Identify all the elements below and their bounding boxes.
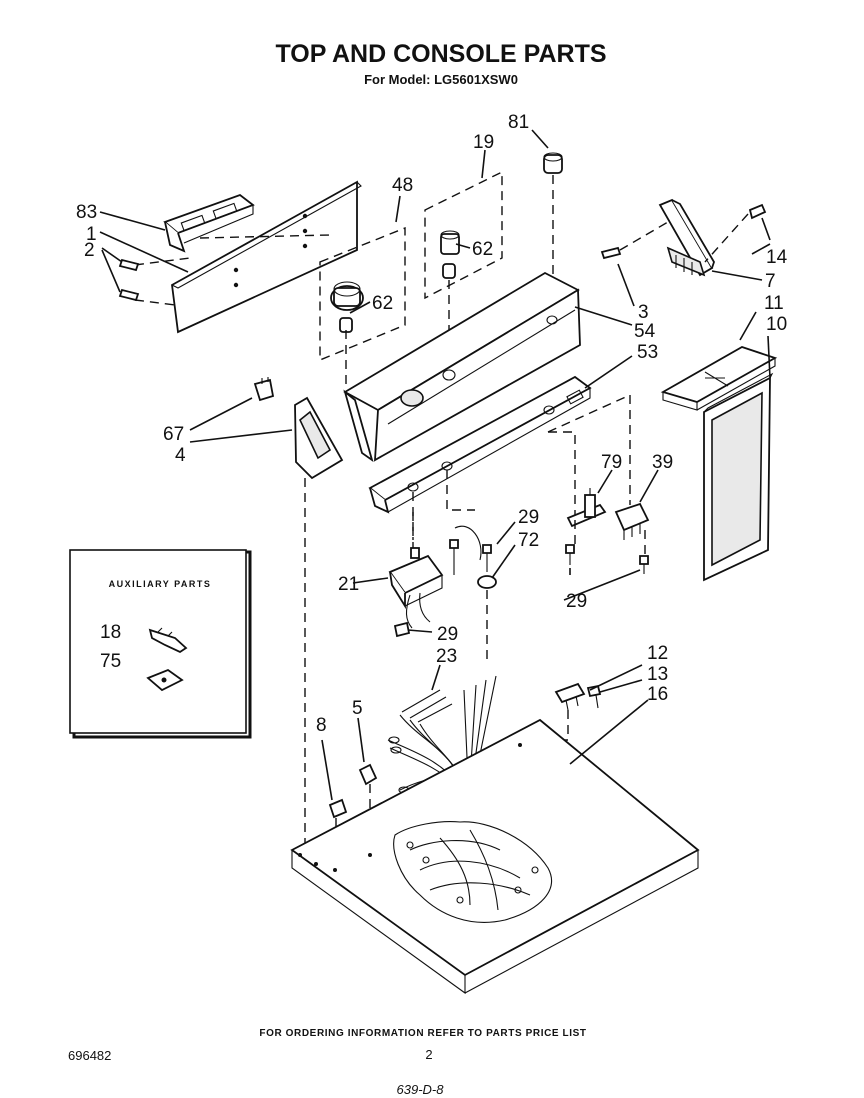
part-1-console-panel	[134, 180, 362, 334]
callout-62-upper: 62	[472, 239, 493, 260]
callout-53: 53	[637, 342, 658, 363]
auxiliary-parts-box: AUXILIARY PARTS 18 75	[69, 549, 252, 739]
callout-10: 10	[766, 314, 787, 335]
callout-79: 79	[601, 452, 622, 473]
callout-11: 11	[764, 293, 784, 314]
callout-12: 12	[647, 643, 668, 664]
leader-lines	[99, 129, 771, 801]
part-2-screws	[118, 258, 140, 302]
part-11-filter-cover	[660, 346, 778, 411]
ordering-note: FOR ORDERING INFORMATION REFER TO PARTS …	[259, 1028, 586, 1039]
callout-21: 21	[338, 574, 359, 595]
callout-29-timer: 29	[437, 624, 458, 645]
part-48-knob-group	[319, 226, 406, 385]
callout-62-lower: 62	[372, 293, 393, 314]
callout-1: 1	[86, 224, 97, 245]
part-67-clip	[253, 377, 275, 402]
part-29-72-hardware	[449, 525, 649, 660]
callout-67: 67	[163, 424, 184, 445]
callout-48: 48	[392, 175, 413, 196]
callout-14: 14	[766, 247, 788, 268]
part-79-switch	[566, 488, 607, 545]
part-83-bracket	[163, 193, 255, 253]
callout-81: 81	[508, 112, 529, 133]
callout-5: 5	[352, 698, 363, 719]
part-13-screw	[586, 684, 602, 709]
callout-3: 3	[638, 302, 649, 323]
auxiliary-parts-heading: AUXILIARY PARTS	[109, 579, 212, 589]
page-number: 2	[425, 1047, 432, 1062]
model-subtitle: For Model: LG5601XSW0	[364, 72, 518, 87]
part-81-knob	[543, 152, 563, 305]
cabinet-top-plate	[290, 718, 700, 995]
callout-29-right: 29	[566, 591, 587, 612]
callout-72: 72	[518, 530, 539, 551]
part-53-channel	[368, 375, 631, 540]
callout-7: 7	[765, 271, 776, 292]
part-39-switch	[614, 502, 650, 556]
page-title: TOP AND CONSOLE PARTS	[275, 40, 606, 68]
part-18-terminal	[148, 627, 188, 654]
callout-16: 16	[647, 684, 668, 705]
callout-19: 19	[473, 132, 494, 153]
callout-83: 83	[76, 202, 97, 223]
callout-8: 8	[316, 715, 327, 736]
part-12-bracket	[548, 682, 586, 741]
callout-75: 75	[100, 651, 121, 672]
part-7-end-cap	[600, 198, 767, 277]
part-21-timer	[388, 512, 444, 638]
part-54-control-panel	[343, 271, 581, 463]
callout-2: 2	[84, 240, 95, 261]
callout-29-upper: 29	[518, 507, 539, 528]
callout-4: 4	[175, 445, 186, 466]
part-4-left-end-cap	[294, 396, 344, 845]
callout-23: 23	[436, 646, 457, 667]
handwritten-note: 639-D-8	[397, 1082, 445, 1097]
part-75-clip	[146, 668, 184, 692]
callout-39: 39	[652, 452, 673, 473]
document-number: 696482	[68, 1048, 111, 1063]
callout-13: 13	[647, 664, 668, 685]
callout-labels: 83 1 2 48 19 81 62 62 14 7 3 54 11 10 53…	[76, 112, 788, 736]
part-10-lint-screen	[703, 372, 774, 582]
callout-54: 54	[634, 321, 656, 342]
callout-18: 18	[100, 622, 121, 643]
